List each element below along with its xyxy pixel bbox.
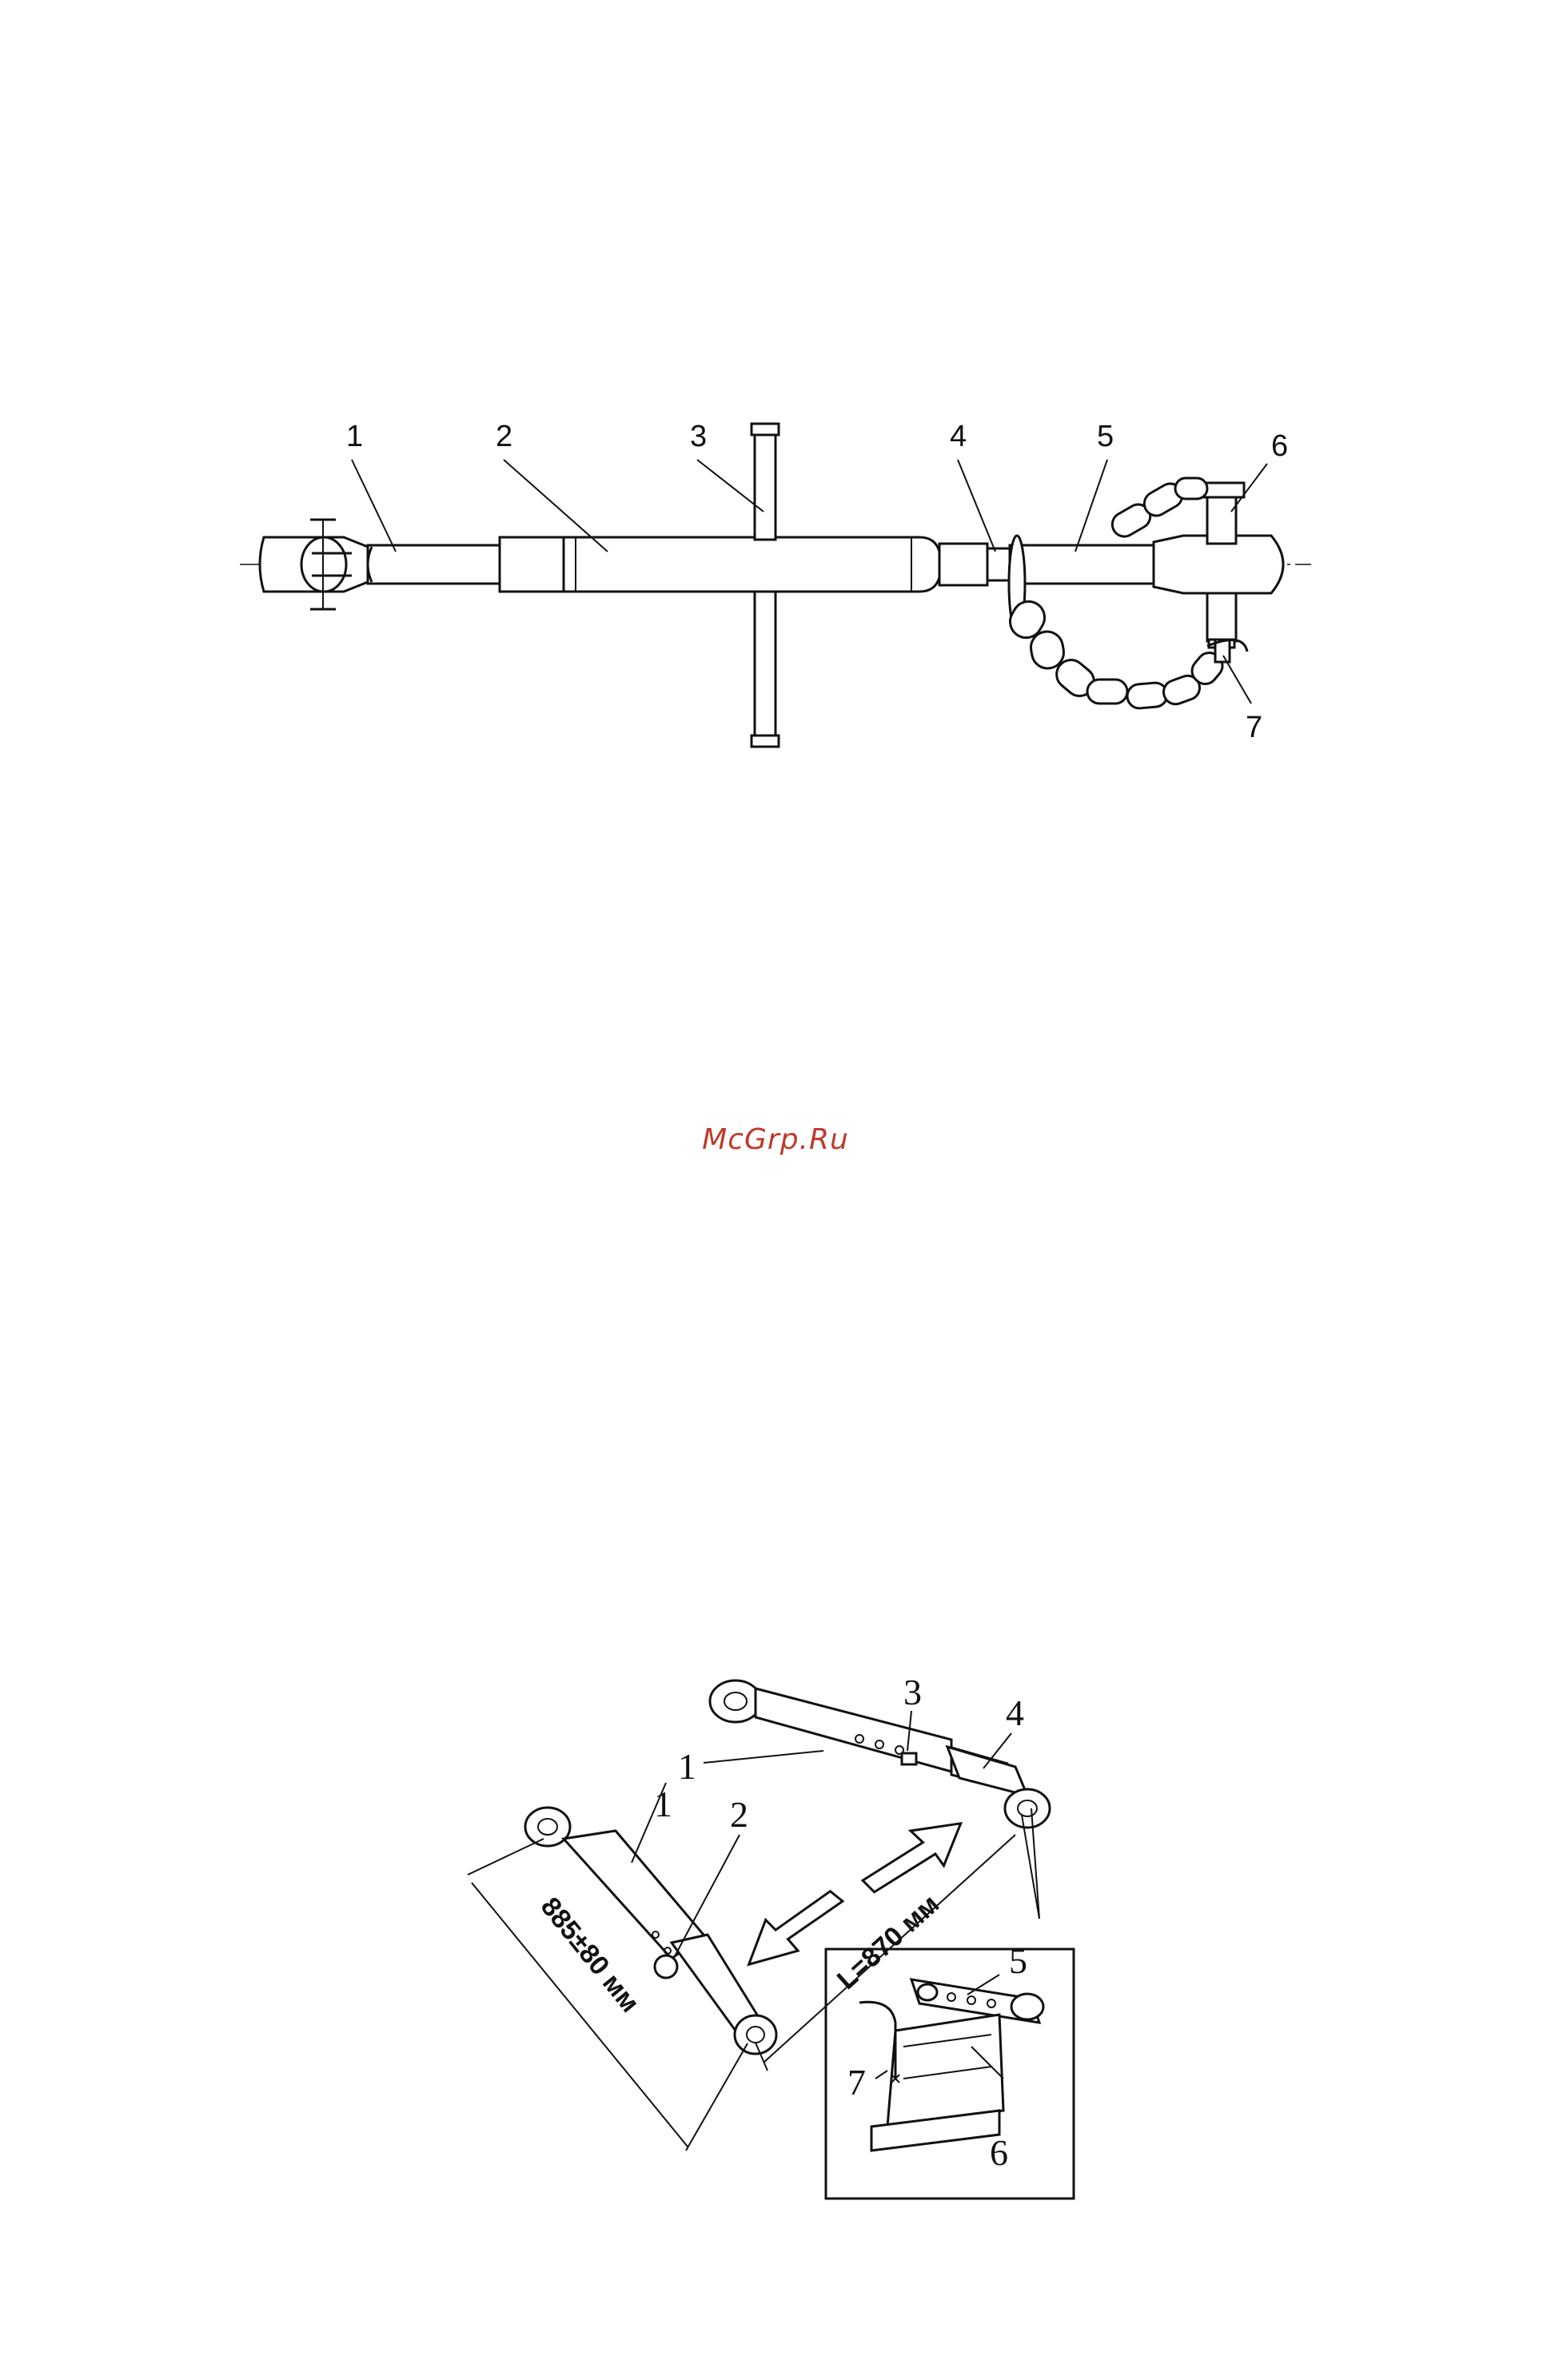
dimension-right-label: L=870 мм	[831, 1889, 945, 1995]
callout-4: 4	[950, 420, 967, 453]
detail-inset	[826, 1808, 1074, 2199]
callout-fig2-4: 4	[1006, 1692, 1024, 1733]
watermark: McGrp.Ru	[0, 1123, 1551, 1156]
right-stabilizer	[710, 1680, 1050, 1828]
direction-arrows	[747, 1824, 963, 1964]
callout-6: 6	[1271, 429, 1288, 463]
callout-7: 7	[1246, 711, 1262, 744]
callout-5: 5	[1097, 420, 1114, 453]
stabilizer-drawing: 885±80 мм L=870 мм	[468, 1672, 1074, 2199]
callout-fig2-1a: 1	[678, 1746, 696, 1787]
callout-fig2-7: 7	[847, 2062, 866, 2103]
main-tube	[564, 537, 939, 592]
top-link-drawing: 1 2 3 4 5 6 7	[240, 420, 1311, 747]
left-ball-joint	[260, 520, 368, 609]
callout-2: 2	[496, 420, 512, 453]
right-threaded-rod	[1010, 545, 1154, 584]
callout-fig2-1b: 1	[654, 1784, 672, 1824]
callout-fig2-2: 2	[730, 1794, 748, 1835]
right-lock-nut	[939, 544, 1010, 585]
left-lock-nut	[500, 537, 564, 592]
callout-1: 1	[346, 420, 363, 453]
callout-fig2-5: 5	[1009, 1940, 1027, 1981]
left-threaded-rod	[368, 545, 500, 584]
callout-3: 3	[690, 420, 707, 453]
callout-fig2-3: 3	[903, 1672, 922, 1712]
callout-fig2-6: 6	[990, 2132, 1008, 2173]
